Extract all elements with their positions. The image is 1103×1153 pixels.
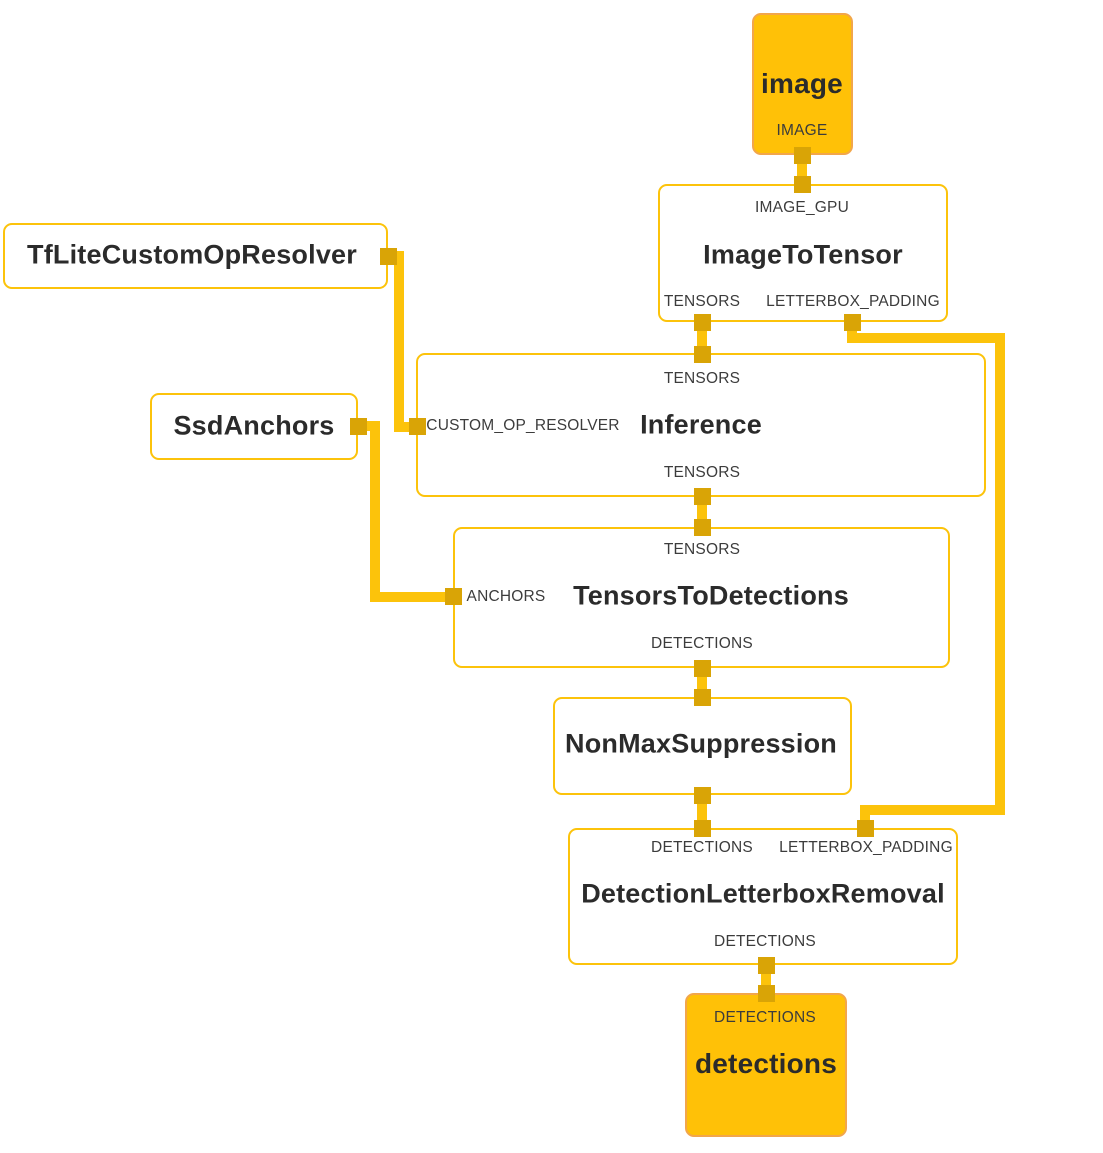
node-tflite-custom-op-resolver-title: TfLiteCustomOpResolver [27, 239, 357, 270]
edge-letterbox-padding-segment [860, 805, 1005, 815]
port-inference-in-tensors [694, 346, 711, 363]
port-tensorstodetections-in-tensors [694, 519, 711, 536]
node-detections-title: detections [694, 1048, 838, 1079]
port-tflite-out [380, 248, 397, 265]
node-tflite-custom-op-resolver[interactable] [3, 223, 388, 289]
port-inference-out-tensors [694, 488, 711, 505]
node-tensors-to-detections-title: TensorsToDetections [573, 580, 849, 611]
node-inference[interactable] [416, 353, 986, 497]
edge-imagetotensor-to-inference [697, 320, 707, 357]
node-detection-letterbox-removal-title: DetectionLetterboxRemoval [581, 878, 945, 909]
node-image-title: image [761, 68, 843, 99]
edge-image-to-imagetotensor [797, 153, 807, 187]
edge-nonmaxsuppression-to-letterboxremoval [697, 793, 707, 830]
edge-letterbox-padding-segment [847, 333, 1005, 343]
edge-letterbox-padding-segment [995, 333, 1005, 815]
port-label-detections-in: DETECTIONS [714, 1009, 816, 1026]
node-image-to-tensor-title: ImageToTensor [703, 239, 903, 270]
port-imagetotensor-in [794, 176, 811, 193]
edge-custom-op-resolver-segment [394, 422, 420, 432]
port-label-custom-op-resolver: CUSTOM_OP_RESOLVER [426, 417, 620, 434]
port-label-tensors-in: TENSORS [663, 370, 741, 387]
port-imagetotensor-out-tensors [694, 314, 711, 331]
port-label-image-gpu: IMAGE_GPU [755, 199, 849, 216]
port-label-detections-in-dlr: DETECTIONS [651, 839, 753, 856]
node-ssd-anchors-title: SsdAnchors [173, 410, 335, 441]
port-letterboxremoval-out-detections [758, 957, 775, 974]
edge-tensorstodetections-to-nonmaxsuppression [697, 666, 707, 700]
edge-anchors-segment [370, 592, 456, 602]
node-detections[interactable] [685, 993, 847, 1137]
port-letterboxremoval-in-letterbox [857, 820, 874, 837]
port-label-anchors: ANCHORS [466, 588, 546, 605]
port-label-detections-out-t2d: DETECTIONS [651, 635, 753, 652]
port-image-out [794, 147, 811, 164]
edge-anchors-segment [370, 421, 380, 602]
port-ssdanchors-out [350, 418, 367, 435]
node-non-max-suppression-title: NonMaxSuppression [565, 728, 837, 759]
port-label-tensors-out: TENSORS [663, 293, 741, 310]
edge-inference-to-tensorstodetections [697, 495, 707, 530]
edge-custom-op-resolver-segment [394, 251, 404, 432]
port-detections-in [758, 985, 775, 1002]
port-imagetotensor-out-letterbox [844, 314, 861, 331]
node-inference-title: Inference [640, 409, 762, 440]
port-nonmaxsuppression-in [694, 689, 711, 706]
port-label-letterbox-padding-in-dlr: LETTERBOX_PADDING [779, 839, 953, 856]
edge-letterbox-padding-segment [860, 805, 870, 831]
node-tensors-to-detections[interactable] [453, 527, 950, 668]
port-tensorstodetections-side-anchors [445, 588, 462, 605]
edge-letterboxremoval-to-detections [761, 963, 771, 996]
port-label-tensors-out-inference: TENSORS [663, 464, 741, 481]
port-nonmaxsuppression-out [694, 787, 711, 804]
port-tensorstodetections-out-detections [694, 660, 711, 677]
edge-anchors-segment [356, 421, 380, 431]
port-label-detections-out-dlr: DETECTIONS [714, 933, 816, 950]
port-label-tensors-in-t2d: TENSORS [663, 541, 741, 558]
port-letterboxremoval-in-detections [694, 820, 711, 837]
node-image[interactable] [752, 13, 853, 155]
port-label-letterbox-padding-out: LETTERBOX_PADDING [766, 293, 940, 310]
port-label-image-out: IMAGE [776, 122, 828, 139]
port-inference-side-customopresolver [409, 418, 426, 435]
